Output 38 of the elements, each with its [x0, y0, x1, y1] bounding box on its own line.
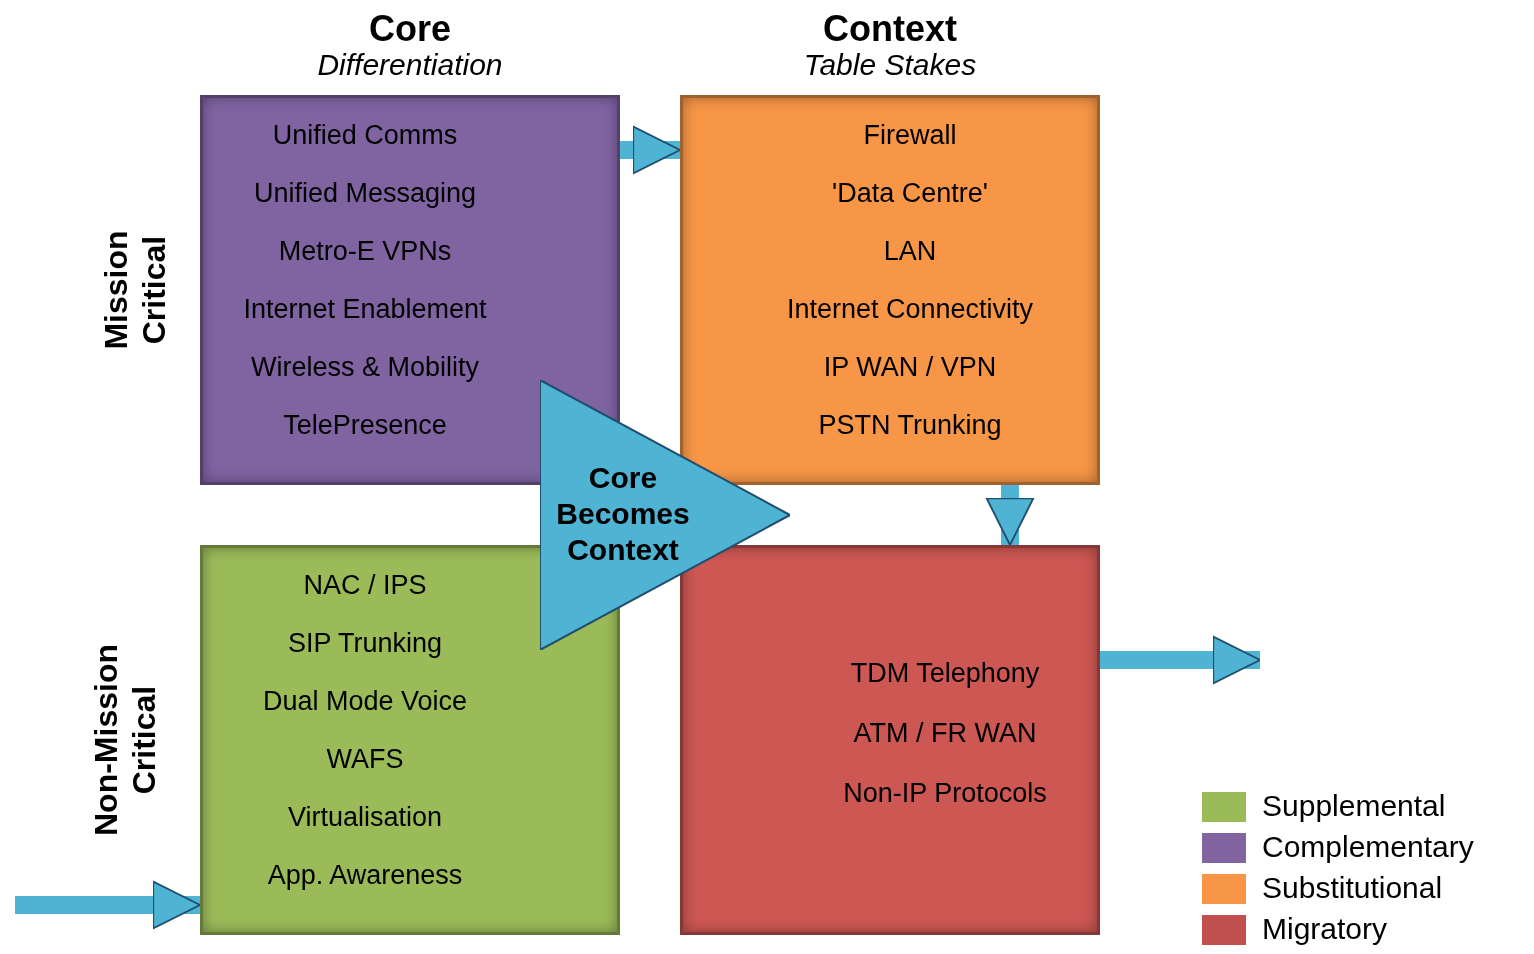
- item-label: SIP Trunking: [287, 628, 443, 659]
- item-label: Unified Messaging: [253, 178, 477, 209]
- item-label: WAFS: [326, 744, 404, 775]
- item-label: 'Data Centre': [832, 178, 988, 209]
- column-heading: Context: [822, 8, 958, 50]
- item-label: Non-IP Protocols: [843, 778, 1047, 809]
- item-label: ATM / FR WAN: [853, 718, 1037, 749]
- item-label: PSTN Trunking: [818, 410, 1002, 441]
- arrow: [15, 880, 201, 930]
- legend-label: Supplemental: [1262, 789, 1446, 823]
- item-label: Unified Comms: [272, 120, 458, 151]
- legend-label: Substitutional: [1262, 871, 1443, 905]
- item-label: Internet Connectivity: [786, 294, 1034, 325]
- arrow: [620, 125, 681, 175]
- column-subheading: Table Stakes: [802, 48, 978, 82]
- column-subheading: Differentiation: [316, 48, 504, 82]
- item-label: TelePresence: [283, 410, 447, 441]
- triangle-label: Core Becomes Context: [555, 460, 691, 568]
- item-label: Wireless & Mobility: [250, 352, 479, 383]
- row-heading: Mission Critical: [97, 229, 173, 352]
- arrow: [1100, 635, 1261, 685]
- item-label: IP WAN / VPN: [823, 352, 997, 383]
- item-label: Internet Enablement: [243, 294, 487, 325]
- legend-label: Complementary: [1262, 830, 1474, 864]
- item-label: NAC / IPS: [303, 570, 427, 601]
- item-label: TDM Telephony: [850, 658, 1040, 689]
- item-label: Metro-E VPNs: [278, 236, 452, 267]
- column-heading: Core: [368, 8, 452, 50]
- arrow: [985, 485, 1035, 546]
- item-label: Dual Mode Voice: [262, 686, 468, 717]
- legend-label: Migratory: [1262, 912, 1388, 946]
- item-label: App. Awareness: [267, 860, 463, 891]
- quadrant-box: [680, 95, 1100, 485]
- item-label: LAN: [883, 236, 937, 267]
- row-heading: Non-Mission Critical: [87, 643, 163, 838]
- quadrant-box: [680, 545, 1100, 935]
- item-label: Virtualisation: [287, 802, 443, 833]
- item-label: Firewall: [863, 120, 957, 151]
